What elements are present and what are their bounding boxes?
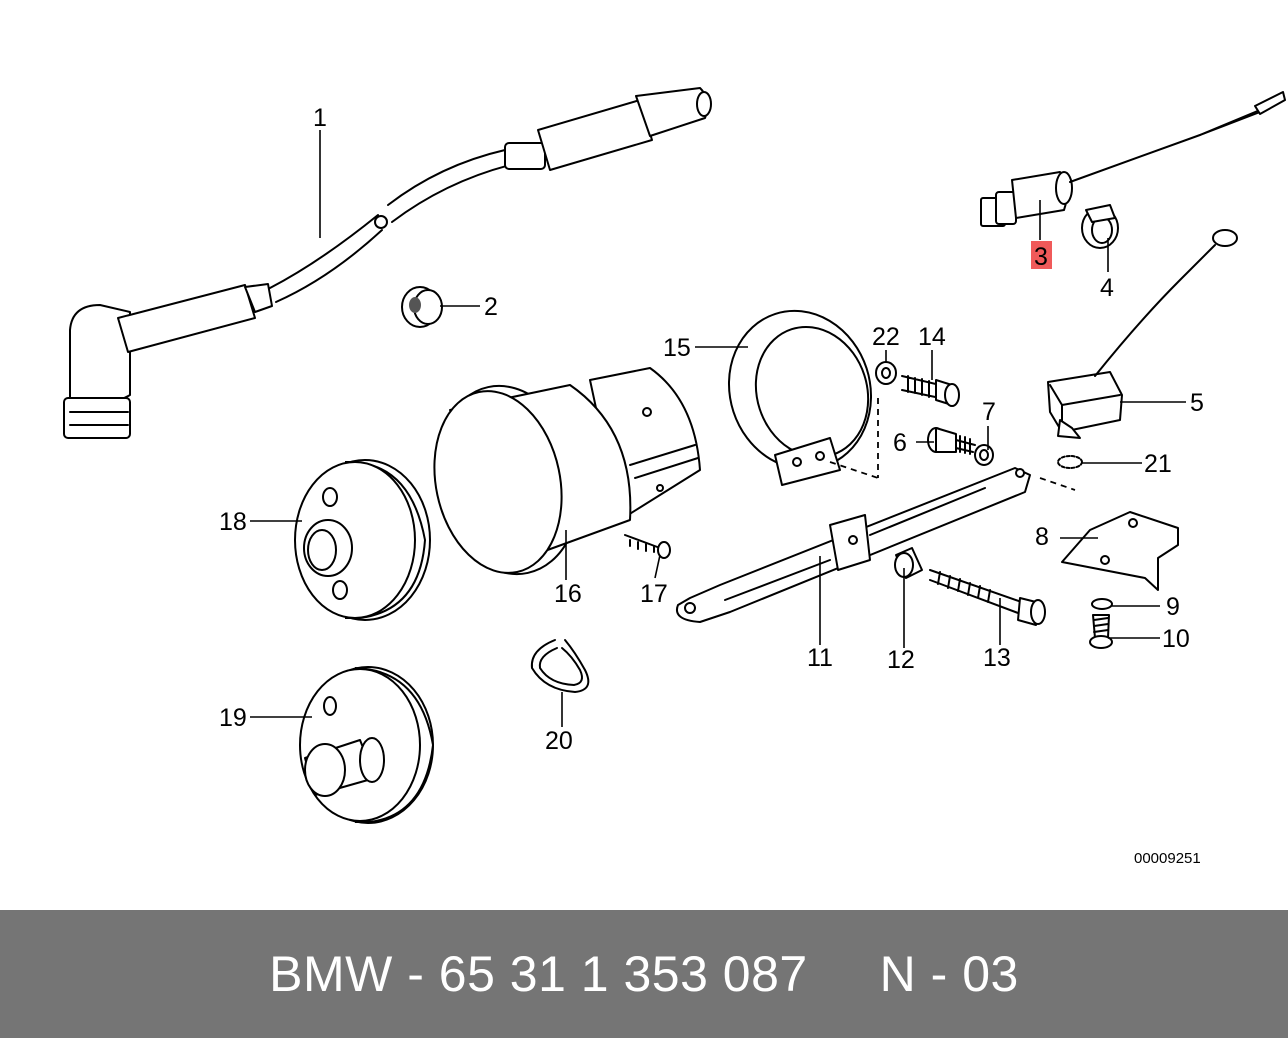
part-label-13[interactable]: 13	[983, 644, 1011, 672]
part-14-screw-drawing	[901, 375, 960, 407]
part-21-lock-washer-drawing	[1057, 455, 1083, 469]
part-labels: 1 2 3 4 5 6 7 8 9 10 11 12 13 14 15 16 1…	[219, 104, 1204, 755]
part-20-ring-drawing	[530, 639, 590, 693]
part-label-19[interactable]: 19	[219, 704, 247, 732]
part-5-module-drawing	[1047, 229, 1238, 439]
part-13-bolt-drawing	[929, 569, 1046, 626]
part-number-caption: BMW - 65 31 1 353 087 N - 03	[269, 946, 1019, 1002]
part-12-sleeve-drawing	[894, 547, 923, 579]
part-label-20[interactable]: 20	[545, 727, 573, 755]
part-2-grommet-drawing	[401, 286, 443, 328]
part-9-washer-drawing	[1091, 598, 1113, 610]
part-label-21[interactable]: 21	[1144, 450, 1172, 478]
part-7-washer-drawing	[974, 444, 994, 466]
part-22-washer-drawing	[875, 361, 897, 385]
part-label-4[interactable]: 4	[1100, 274, 1114, 302]
part-label-18[interactable]: 18	[219, 508, 247, 536]
part-8-bracket-drawing	[1061, 511, 1179, 591]
footer-bar: BMW - 65 31 1 353 087 N - 03	[0, 910, 1288, 1038]
part-label-12[interactable]: 12	[887, 646, 915, 674]
part-label-8[interactable]: 8	[1035, 523, 1049, 551]
part-label-11[interactable]: 11	[807, 644, 833, 672]
leader-lines	[250, 130, 1186, 727]
part-15-strap-ring-drawing	[727, 309, 879, 486]
part-11-bracket-bar-drawing	[676, 467, 1076, 623]
part-label-9[interactable]: 9	[1166, 593, 1180, 621]
part-6-screw-drawing	[927, 427, 976, 455]
part-label-16[interactable]: 16	[554, 580, 582, 608]
part-18-flange-drawing	[294, 459, 431, 621]
part-label-2[interactable]: 2	[484, 293, 498, 321]
part-label-3[interactable]: 3	[1034, 243, 1048, 271]
part-label-7[interactable]: 7	[982, 398, 996, 426]
part-label-6[interactable]: 6	[893, 429, 907, 457]
part-19-flange-drawing	[299, 666, 434, 824]
part-label-5[interactable]: 5	[1190, 389, 1204, 417]
part-label-1[interactable]: 1	[313, 104, 327, 132]
part-label-10[interactable]: 10	[1162, 625, 1190, 653]
part-label-15[interactable]: 15	[663, 334, 691, 362]
part-1-ignition-lead-drawing	[63, 87, 712, 439]
highlight-box-part-3	[1031, 241, 1052, 269]
part-16-housing-drawing	[433, 367, 701, 576]
diagram-reference-number: 00009251	[1134, 850, 1201, 867]
part-label-17[interactable]: 17	[640, 580, 668, 608]
part-17-screw-drawing	[624, 534, 671, 559]
part-label-22[interactable]: 22	[872, 323, 900, 351]
part-4-clip-drawing	[1081, 204, 1119, 249]
part-10-screw-drawing	[1089, 614, 1113, 649]
part-3-sensor-drawing	[980, 91, 1286, 227]
part-label-14[interactable]: 14	[918, 323, 946, 351]
exploded-parts-diagram: 1 2 3 4 5 6 7 8 9 10 11 12 13 14 15 16 1…	[63, 87, 1286, 867]
